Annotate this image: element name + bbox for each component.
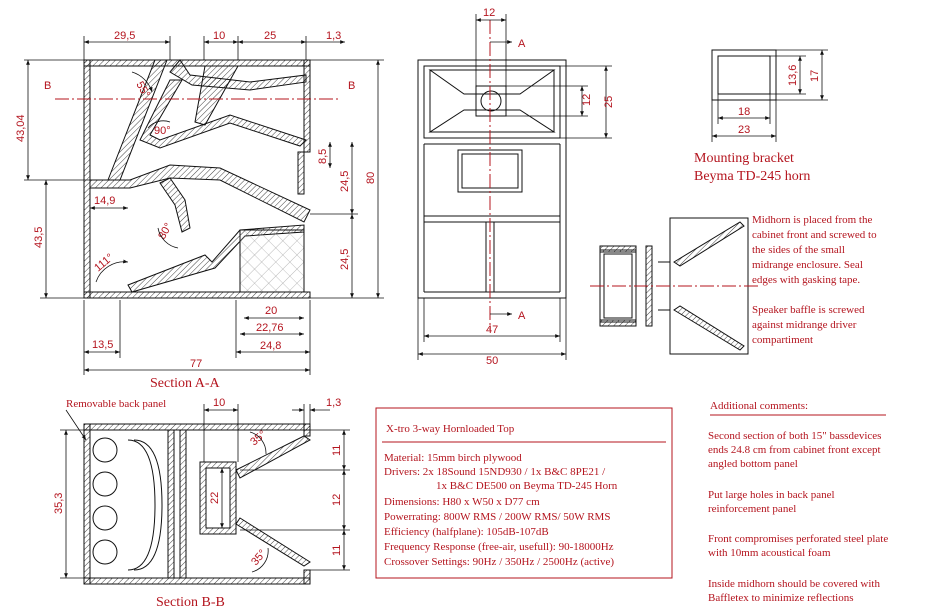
dim-77: 77: [190, 358, 202, 370]
dim-24-5-b: 24,5: [339, 249, 351, 270]
angle-bb-35-b: 35°: [249, 547, 269, 567]
dim-1-3-top: 1,3: [326, 30, 341, 42]
comment-line: Baffletex to minimize reflections: [708, 592, 854, 604]
midhorn-drawing: [590, 217, 760, 355]
spec-line: Crossover Settings: 90Hz / 350Hz / 2500H…: [384, 556, 614, 568]
marker-b-right: B: [348, 80, 355, 92]
comment-line: Second section of both 15" bassdevices: [708, 430, 881, 442]
comments-title: Additional comments:: [710, 400, 808, 412]
dim-25-top: 25: [264, 30, 276, 42]
spec-line: Drivers: 2x 18Sound 15ND930 / 1x B&C 8PE…: [384, 466, 606, 478]
removable-back-panel-label: Removable back panel: [66, 398, 166, 410]
dim-29-5: 29,5: [114, 30, 135, 42]
dim-bb-10: 10: [213, 397, 225, 409]
midhorn-note-line: edges with gasking tape.: [752, 274, 860, 286]
dim-bracket-13-6: 13,6: [787, 65, 799, 86]
specs-title: X-tro 3-way Hornloaded Top: [386, 423, 515, 435]
comment-line: angled bottom panel: [708, 458, 798, 470]
angle-111: 111°: [92, 252, 116, 275]
dim-24-8: 24,8: [260, 340, 281, 352]
dim-bb-11-a: 11: [331, 445, 343, 456]
dim-bb-22: 22: [209, 492, 221, 504]
comment-line: Front compromises perforated steel plate: [708, 533, 888, 545]
dim-bb-11-b: 11: [331, 545, 343, 556]
marker-b-left: B: [44, 80, 51, 92]
specs-box: X-tro 3-way Hornloaded Top Material: 15m…: [375, 407, 673, 579]
dim-20: 20: [265, 305, 277, 317]
section-aa: B B 29,5: [15, 30, 384, 391]
dim-front-50: 50: [486, 355, 498, 367]
angle-bb-35-a: 35°: [248, 428, 268, 448]
dim-front-47: 47: [486, 324, 498, 336]
midhorn-note-line: Midhorn is placed from the: [752, 214, 872, 226]
dim-front-12-top: 12: [483, 7, 495, 19]
bracket-title-line1: Mounting bracket: [694, 151, 794, 166]
dim-8-5: 8,5: [317, 149, 329, 164]
dim-bracket-18: 18: [738, 106, 750, 118]
baffle-note-line: compartiment: [752, 334, 813, 346]
midhorn-note: Midhorn is placed from the cabinet front…: [752, 214, 877, 346]
baffle-note-line: against midrange driver: [752, 319, 857, 331]
comment-line: reinforcement panel: [708, 503, 796, 515]
dim-bb-12: 12: [331, 494, 343, 506]
spec-line: Efficiency (halfplane): 105dB-107dB: [384, 526, 549, 538]
spec-line: Powerrating: 800W RMS / 200W RMS/ 50W RM…: [384, 511, 610, 523]
dim-14-9: 14,9: [94, 195, 115, 207]
baffle-note-line: Speaker baffle is screwed: [752, 304, 865, 316]
midhorn-note-line: midrange enclosure. Seal: [752, 259, 863, 271]
dim-80: 80: [365, 172, 377, 184]
section-aa-title: Section A-A: [150, 376, 220, 391]
spec-line: Material: 15mm birch plywood: [384, 452, 522, 464]
comment-line: Put large holes in back panel: [708, 489, 835, 501]
dim-front-12-side: 12: [581, 94, 593, 106]
marker-a-top: A: [518, 38, 526, 50]
front-view: A A 12 12 25 47 50: [417, 7, 615, 367]
comment-line: with 10mm acoustical foam: [708, 547, 831, 559]
dim-bb-35-3: 35,3: [53, 493, 65, 514]
dim-front-25-side: 25: [603, 96, 615, 108]
comment-line: ends 24.8 cm from cabinet front except: [708, 444, 881, 456]
spec-line: Frequency Response (free-air, usefull): …: [384, 541, 614, 553]
dim-43-04: 43,04: [15, 114, 27, 142]
dim-43-5: 43,5: [33, 227, 45, 248]
spec-line: 1x B&C DE500 on Beyma TD-245 Horn: [436, 480, 618, 492]
dim-10-top: 10: [213, 30, 225, 42]
midhorn-note-line: the sides of the small: [752, 244, 845, 256]
angle-90: 90°: [154, 125, 171, 137]
dim-13-5: 13,5: [92, 339, 113, 351]
dim-bracket-23: 23: [738, 124, 750, 136]
midhorn-note-line: cabinet front and screwed to: [752, 229, 877, 241]
dim-22-76: 22,76: [256, 322, 284, 334]
dim-bracket-17: 17: [809, 70, 821, 82]
section-bb: Removable back panel 10 1,3 35,3 22 11 1…: [53, 397, 350, 610]
additional-comments: Additional comments: Second section of b…: [708, 400, 888, 604]
dim-24-5-a: 24,5: [339, 171, 351, 192]
marker-a-bottom: A: [518, 310, 526, 322]
dim-bb-1-3: 1,3: [326, 397, 341, 409]
mounting-bracket: 13,6 17 18 23 Mounting bracket Beyma TD-…: [694, 49, 828, 184]
spec-line: Dimensions: H80 x W50 x D77 cm: [384, 496, 540, 508]
comment-line: Inside midhorn should be covered with: [708, 578, 880, 590]
section-bb-title: Section B-B: [156, 595, 225, 610]
bracket-title-line2: Beyma TD-245 horn: [694, 169, 810, 184]
